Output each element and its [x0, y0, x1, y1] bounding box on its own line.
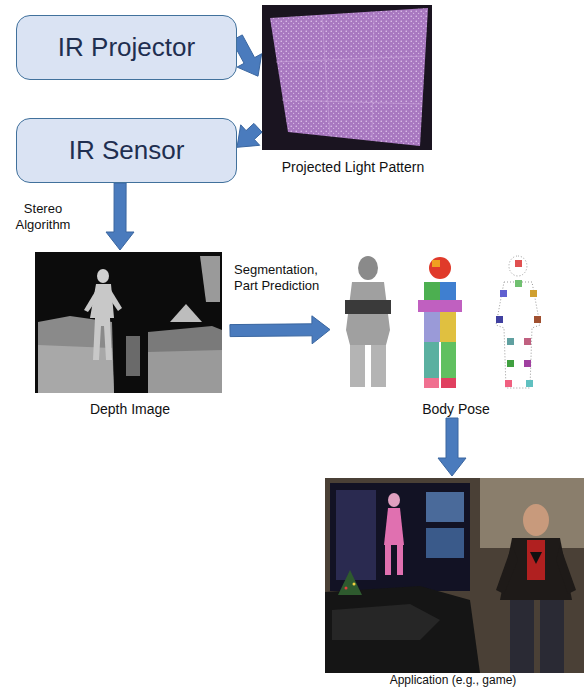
image-caption: Depth Image [90, 401, 170, 418]
block-arrow [237, 123, 262, 147]
body-part-segmentation-part [441, 342, 456, 380]
image-panel: Depth Image [30, 250, 230, 418]
depth-image-part [38, 345, 114, 393]
body-part-segmentation-part [441, 378, 456, 388]
depth-image-part [148, 350, 222, 393]
application-photo-part [353, 583, 356, 586]
arrow-label: Stereo Algorithm [2, 201, 84, 233]
depth-image-part [148, 326, 222, 393]
application-photo-part [345, 587, 348, 590]
image-panel: Body Pose [330, 248, 582, 418]
application-photo-part [496, 545, 518, 594]
application-photo-part [510, 600, 534, 673]
process-box: IR Projector [16, 15, 237, 80]
image-caption: Body Pose [422, 401, 490, 418]
light-pattern-photo-part [270, 8, 428, 146]
application-photo-part [336, 490, 376, 580]
image-panel: Projected Light Pattern [258, 4, 448, 176]
application-photo-part [325, 478, 584, 673]
application-photo-part [523, 504, 549, 536]
body-part-segmentation-part [429, 257, 451, 279]
body-silhouette-part [345, 300, 391, 314]
body-joint-skeleton [496, 256, 541, 388]
application-photo-part [388, 493, 400, 507]
light-pattern-photo-part [372, 12, 374, 140]
light-pattern-photo [262, 5, 432, 150]
application-photo-part [540, 600, 564, 673]
process-box: IR Sensor [16, 118, 237, 183]
body-joint-skeleton-part [505, 380, 512, 387]
block-arrow [106, 183, 134, 250]
body-silhouette [345, 256, 391, 387]
application-photo-part [385, 545, 391, 575]
body-part-segmentation-part [424, 378, 439, 388]
body-part-segmentation-part [418, 300, 462, 312]
application-photo [325, 478, 584, 673]
application-photo-part [556, 545, 576, 594]
depth-image [35, 252, 222, 393]
body-part-segmentation-part [424, 312, 440, 342]
body-part-segmentation-part [424, 342, 439, 380]
image-caption: Projected Light Pattern [282, 159, 424, 176]
image-caption: Application (e.g., game) [390, 673, 517, 688]
application-photo-part [332, 604, 440, 640]
image-panel: Application (e.g., game) [322, 476, 584, 688]
body-joint-skeleton-part [507, 360, 514, 367]
body-joint-skeleton-part [515, 260, 522, 267]
arrow-label: Segmentation, Part Prediction [234, 262, 339, 294]
depth-image-part [126, 336, 140, 376]
block-arrow [438, 418, 466, 476]
body-joint-skeleton-part [524, 338, 531, 345]
block-arrow [230, 316, 330, 344]
application-photo-part [338, 570, 362, 595]
application-photo-part [527, 540, 545, 580]
depth-image-part [35, 252, 222, 393]
application-photo-part [384, 508, 404, 545]
body-silhouette-part [346, 282, 390, 345]
body-joint-skeleton-part [526, 380, 533, 387]
body-part-segmentation-part [432, 260, 440, 267]
application-photo-part [480, 478, 584, 548]
body-silhouette-part [350, 345, 365, 387]
light-pattern-photo-part [276, 56, 425, 62]
body-part-segmentation-part [440, 312, 456, 342]
depth-image-part [200, 256, 220, 302]
body-joint-skeleton-part [500, 290, 507, 297]
body-joint-skeleton-part [530, 290, 537, 297]
light-pattern-photo-part [322, 15, 330, 136]
light-pattern-photo-part [262, 5, 432, 150]
body-joint-skeleton-part [507, 338, 514, 345]
application-photo-part [397, 545, 403, 575]
box-label: IR Sensor [69, 135, 185, 166]
body-joint-skeleton-part [515, 280, 522, 287]
depth-image-part [109, 290, 122, 311]
body-joint-skeleton-part [524, 360, 531, 367]
body-joint-skeleton-part [534, 316, 541, 323]
body-silhouette-part [371, 345, 386, 387]
body-joint-skeleton-part [496, 316, 503, 323]
application-photo-part [426, 528, 464, 558]
body-joint-skeleton-part [496, 256, 540, 388]
depth-image-part [170, 304, 202, 322]
application-photo-part [530, 552, 542, 564]
application-photo-part [325, 586, 480, 673]
depth-image-part [38, 316, 114, 393]
body-part-segmentation [418, 257, 462, 388]
light-pattern-photo-part [282, 100, 422, 104]
depth-image-part [97, 269, 109, 283]
body-silhouette-part [358, 256, 378, 280]
application-photo-part [426, 492, 464, 522]
box-label: IR Projector [58, 32, 195, 63]
depth-image-part [84, 290, 98, 312]
